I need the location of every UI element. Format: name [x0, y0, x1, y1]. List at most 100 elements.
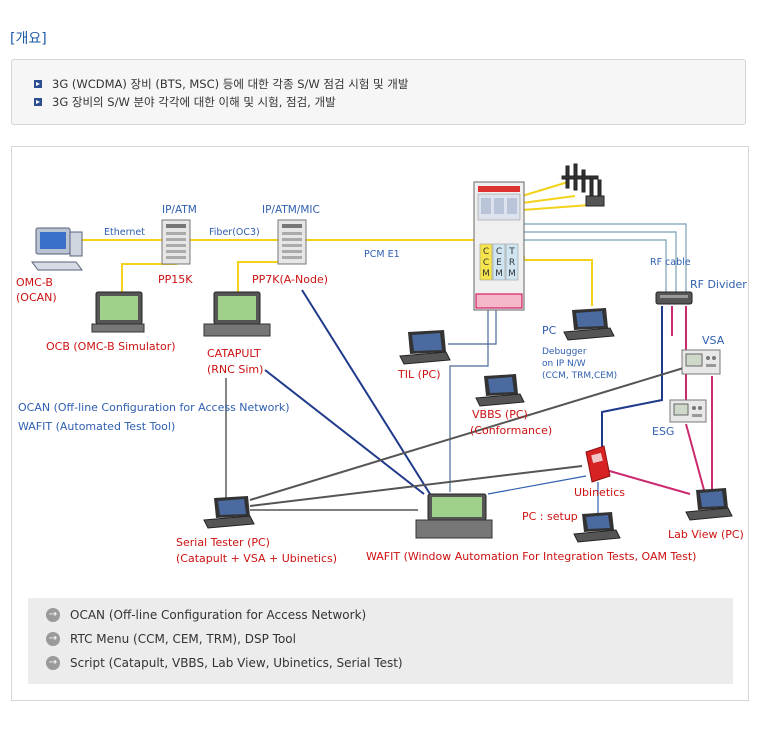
rack-card-label: M — [508, 269, 516, 279]
notes-box: → OCAN (Off-line Configuration for Access… — [28, 598, 733, 684]
antenna-icon — [561, 163, 605, 207]
summary-item: 3G (WCDMA) 장비 (BTS, MSC) 등에 대한 각종 S/W 점검… — [34, 76, 408, 92]
summary-item: 3G 장비의 S/W 분야 각각에 대한 이해 및 시험, 점검, 개발 — [34, 94, 336, 110]
ocb-label: OCB (OMC-B Simulator) — [46, 340, 176, 353]
section-title: [개요] — [10, 31, 47, 47]
til-laptop-icon — [399, 330, 451, 365]
summary-text: 3G 장비의 S/W 분야 각각에 대한 이해 및 시험, 점검, 개발 — [52, 95, 336, 109]
rack-til-link — [448, 296, 497, 345]
rack-card-label: M — [495, 269, 503, 279]
ubinetics-labview-link — [605, 469, 691, 495]
rf-cable-link — [520, 223, 687, 292]
rack-card-label: R — [509, 258, 515, 268]
rf-divider-icon — [655, 291, 693, 305]
vbbs-laptop-icon — [475, 374, 525, 407]
pp7k-label: PP7K(A-Node) — [252, 273, 328, 286]
vsa-label: VSA — [702, 334, 725, 347]
ocan-legend-text: OCAN (Off-line Configuration for Access … — [18, 401, 290, 414]
square-bullet-icon — [34, 80, 42, 88]
wafit-label: WAFIT (Window Automation For Integration… — [366, 550, 696, 563]
ubinetics-label: Ubinetics — [574, 486, 625, 499]
note-item: → Script (Catapult, VBBS, Lab View, Ubine… — [46, 655, 403, 671]
omcb-label: (OCAN) — [16, 291, 57, 304]
antenna-link — [521, 181, 569, 197]
labview-laptop-icon — [685, 488, 733, 521]
pc-debugger-label: on IP N/W — [542, 359, 586, 369]
catapult-computer-icon — [203, 291, 271, 337]
link-labels: Ethernet IP/ATM IP/ATM/MIC Fiber(OC3) PC… — [104, 204, 691, 268]
pc-debugger-label: PC — [542, 324, 557, 337]
pp15k-label: PP15K — [158, 273, 193, 286]
antenna-link — [521, 204, 591, 211]
fiber-label: Fiber(OC3) — [209, 227, 260, 238]
vbbs-label: VBBS (PC) — [472, 408, 528, 421]
omcb-label: OMC-B — [16, 276, 53, 289]
serial-tester-label: (Catapult + VSA + Ubinetics) — [176, 552, 337, 565]
divider-ubinetics-link — [601, 306, 663, 454]
catapult-label: (RNC Sim) — [207, 363, 263, 376]
ethernet-label: Ethernet — [104, 227, 145, 238]
arrow-right-icon: → — [46, 631, 60, 646]
lab-view-label: Lab View (PC) — [668, 528, 744, 541]
pp15k-switch-icon — [161, 219, 191, 265]
rack-card-label: T — [508, 247, 515, 257]
rack-card-label: C — [496, 247, 502, 257]
wafit-legend-text: WAFIT (Automated Test Tool) — [18, 420, 175, 433]
esg-instrument-icon — [669, 399, 707, 423]
note-item: → RTC Menu (CCM, CEM, TRM), DSP Tool — [46, 631, 296, 647]
rf-cable-link — [520, 239, 667, 292]
ocb-computer-icon — [91, 291, 145, 333]
til-label: TIL (PC) — [397, 368, 441, 381]
pcm-label: PCM E1 — [364, 249, 400, 260]
esg-labview-link — [685, 423, 705, 491]
rack-card-label: M — [482, 269, 490, 279]
rf-cable-label: RF cable — [650, 257, 691, 268]
note-text: RTC Menu (CCM, CEM, TRM), DSP Tool — [70, 632, 296, 646]
pp7k-switch-icon — [277, 219, 307, 265]
pc-debugger-label: (CCM, TRM,CEM) — [542, 371, 617, 381]
node-labels: OMC-B (OCAN) PP15K PP7K(A-Node) OCB (OMC… — [16, 273, 747, 565]
rf-divider-label: RF Divider — [690, 278, 747, 291]
rack-card-label: C — [483, 258, 489, 268]
ubinetics-phone-icon — [585, 445, 611, 483]
serial-ubinetics-link — [249, 465, 583, 507]
diagram-legend: OCAN (Off-line Configuration for Access … — [18, 401, 290, 433]
rack-card-label: C — [483, 247, 489, 257]
arrow-right-icon: → — [46, 655, 60, 670]
debugger-laptop-icon — [563, 308, 615, 341]
connection-lines — [82, 181, 713, 516]
note-item: → OCAN (Off-line Configuration for Access… — [46, 607, 367, 623]
rack-card-label: E — [496, 258, 502, 268]
ip-atm-label: IP/ATM — [162, 204, 197, 216]
ip-atm-mic-label: IP/ATM/MIC — [262, 204, 320, 216]
pc-debugger-label: Debugger — [542, 347, 587, 357]
rack-card-labels: C C M C E M T R M — [482, 247, 516, 279]
vsa-instrument-icon — [681, 349, 721, 375]
serial-tester-laptop-icon — [203, 496, 255, 529]
catapult-wafit-link — [264, 369, 425, 495]
pp7k-wafit-link — [301, 289, 431, 495]
wafit-ubinetics-link — [487, 475, 587, 495]
esg-label: ESG — [652, 425, 674, 438]
wafit-computer-icon — [415, 493, 493, 539]
summary-box: 3G (WCDMA) 장비 (BTS, MSC) 등에 대한 각종 S/W 점검… — [11, 59, 746, 125]
omcb-computer-icon — [31, 227, 83, 271]
note-text: Script (Catapult, VBBS, Lab View, Ubinet… — [70, 656, 403, 670]
setup-laptop-icon — [573, 512, 621, 543]
note-text: OCAN (Off-line Configuration for Access … — [70, 608, 367, 622]
summary-text: 3G (WCDMA) 장비 (BTS, MSC) 등에 대한 각종 S/W 점검… — [52, 77, 409, 91]
bts-rack-icon — [473, 181, 525, 311]
rack-debugger-link — [523, 256, 593, 306]
pc-setup-label: PC : setup — [522, 510, 578, 523]
serial-tester-label: Serial Tester (PC) — [176, 536, 270, 549]
arrow-right-icon: → — [46, 607, 60, 622]
vbbs-label: (Conformance) — [470, 424, 552, 437]
catapult-label: CATAPULT — [207, 347, 261, 360]
rf-cable-link — [520, 231, 677, 292]
antenna-link — [521, 195, 576, 204]
rack-wafit-link — [449, 296, 489, 492]
square-bullet-icon — [34, 98, 42, 106]
serial-vsa-link — [249, 365, 691, 501]
